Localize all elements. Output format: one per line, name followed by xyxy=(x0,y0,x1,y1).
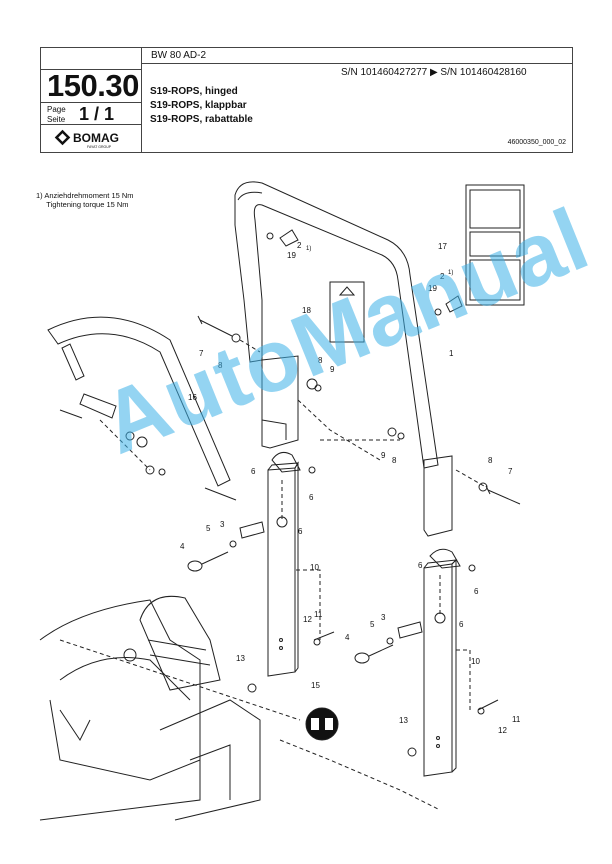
torque-note: 1) Anziehdrehmoment 15 Nm Tightening tor… xyxy=(36,191,134,209)
title-de: S19-ROPS, klappbar xyxy=(150,100,247,111)
callout-3: 3 xyxy=(220,520,225,529)
brand-name: BOMAG xyxy=(73,131,119,145)
brand-sub: FAYAT GROUP xyxy=(87,145,112,149)
serial-range: S/N 101460427277 ▶ S/N 101460428160 xyxy=(341,67,527,78)
eye-bolt-left xyxy=(187,560,203,572)
callout-3: 3 xyxy=(381,613,386,622)
callout-15: 16 xyxy=(188,393,197,402)
bomag-diamond-icon xyxy=(54,129,71,146)
pictogram-16 xyxy=(305,707,339,741)
callout-8: 6 xyxy=(251,467,256,476)
callout-1: 1 xyxy=(449,349,454,358)
callout-19: 19 xyxy=(428,284,437,293)
decal-17 xyxy=(465,184,525,306)
cap-2-top xyxy=(279,229,299,247)
callout-note: 1) xyxy=(448,270,453,276)
left-lower-post xyxy=(267,467,296,677)
divider xyxy=(141,48,142,152)
callout-9: 8 xyxy=(218,361,223,370)
callout-11: 10 xyxy=(471,657,480,666)
callout-2: 2 xyxy=(297,241,302,250)
callout-13: 12 xyxy=(303,615,312,624)
page-count: 1 / 1 xyxy=(79,104,115,124)
drawing-reference: 46000350_000_02 xyxy=(507,139,566,146)
callout-13: 12 xyxy=(498,726,507,735)
divider xyxy=(41,124,141,125)
bolt-7-right xyxy=(485,485,521,505)
callout-6: 6 xyxy=(459,620,464,629)
plate-3-left xyxy=(239,521,265,539)
callout-8: 6 xyxy=(418,561,423,570)
rops-arch xyxy=(234,181,439,469)
divider xyxy=(41,102,141,103)
callout-7: 7 xyxy=(508,467,513,476)
bomag-logo: BOMAG FAYAT GROUP xyxy=(53,129,133,149)
callout-16: 15 xyxy=(311,681,320,690)
plate-3-right xyxy=(397,621,423,639)
operator-seat xyxy=(139,595,221,691)
model-name: BW 80 AD-2 xyxy=(151,50,207,61)
callout-12: 11 xyxy=(314,610,323,619)
page-label: Page Seite xyxy=(47,105,66,124)
title-en: S19-ROPS, hinged xyxy=(150,86,238,97)
bolt-7-left xyxy=(197,315,233,337)
callout-14: 13 xyxy=(399,716,408,725)
callout-9: 8 xyxy=(488,456,493,465)
callouts: 1 2 1) 19 2 1) 19 17 18 7 8 8 9 16 9 8 8… xyxy=(180,241,521,735)
left-hinge-bracket xyxy=(271,451,301,473)
left-hinge-plate xyxy=(261,355,299,449)
callout-14: 13 xyxy=(236,654,245,663)
callout-9: 8 xyxy=(392,456,397,465)
callout-19: 19 xyxy=(287,251,296,260)
divider xyxy=(41,69,141,70)
page-number: 150.30 xyxy=(47,68,139,103)
callout-4: 4 xyxy=(180,542,185,551)
callout-10: 9 xyxy=(330,365,335,374)
callout-17: 17 xyxy=(438,242,447,251)
callout-9: 8 xyxy=(318,356,323,365)
machine-body xyxy=(39,599,201,821)
divider xyxy=(141,63,573,64)
cap-2-right xyxy=(445,295,463,313)
decal-18 xyxy=(329,281,365,343)
right-hinge-bracket xyxy=(429,548,461,569)
callout-11: 10 xyxy=(310,563,319,572)
parts-header: 150.30 Page Seite 1 / 1 BOMAG FAYAT GROU… xyxy=(40,47,573,153)
callout-2: 2 xyxy=(440,272,445,281)
callout-4: 4 xyxy=(345,633,350,642)
callout-note: 1) xyxy=(306,246,311,252)
callout-6: 6 xyxy=(298,527,303,536)
callout-12: 11 xyxy=(512,715,521,724)
callout-5: 5 xyxy=(370,620,375,629)
right-hinge-plate xyxy=(423,455,453,537)
callout-18: 18 xyxy=(302,306,311,315)
callout-5: 5 xyxy=(206,524,211,533)
eye-bolt-right xyxy=(354,652,370,664)
callout-8: 6 xyxy=(309,493,314,502)
seat-belt xyxy=(47,316,231,487)
title-fr: S19-ROPS, rabattable xyxy=(150,114,253,125)
callout-8: 6 xyxy=(474,587,479,596)
pictogram-symbol xyxy=(311,718,333,730)
callout-10: 9 xyxy=(381,451,386,460)
callout-7: 7 xyxy=(199,349,204,358)
